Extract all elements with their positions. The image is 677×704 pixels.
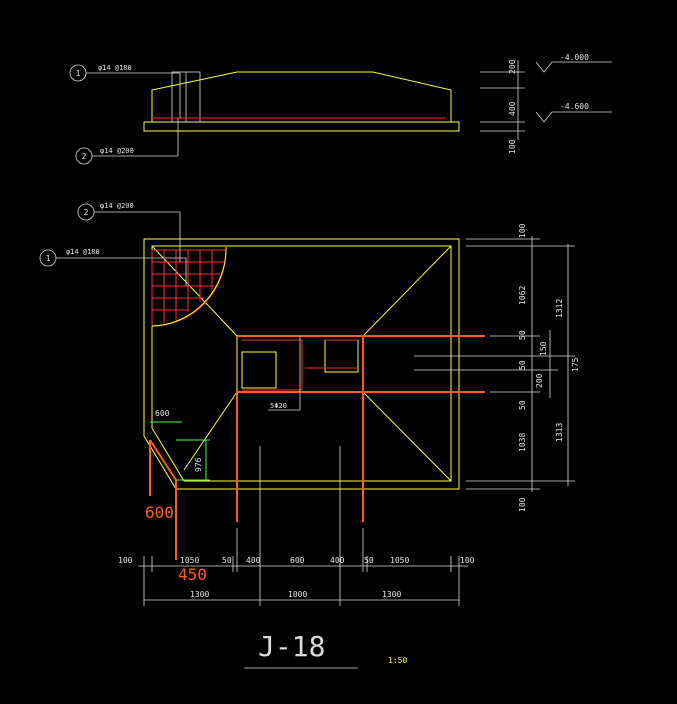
rdim-200: 200 bbox=[535, 373, 544, 388]
bdim-50-r: 50 bbox=[364, 556, 374, 565]
callout-circle-2 bbox=[75, 147, 93, 165]
plan-view: 5Φ20 600 976 600 450 2 φ14 @200 1 φ14 @1… bbox=[39, 202, 580, 606]
elev-marker-bottom bbox=[535, 111, 612, 123]
bdim-600: 600 bbox=[290, 556, 305, 565]
drawing-title: J-18 bbox=[258, 630, 325, 663]
plan-leader-2 bbox=[94, 211, 181, 262]
beam-label: 5Φ20 bbox=[270, 402, 287, 410]
pocket-right bbox=[324, 339, 359, 373]
drawing-scale: 1:50 bbox=[388, 656, 407, 665]
callout-text-1: φ14 @180 bbox=[98, 64, 132, 72]
hip-bl bbox=[183, 391, 238, 471]
rdim-50-c: 50 bbox=[518, 400, 527, 410]
rdim-1062: 1062 bbox=[518, 286, 527, 305]
elev-text-bottom: -4.600 bbox=[560, 102, 589, 111]
bdim-1300-r: 1300 bbox=[382, 590, 401, 599]
rdim-50-b: 50 bbox=[518, 360, 527, 370]
bdim-1300-l: 1300 bbox=[190, 590, 209, 599]
big-dim-450: 450 bbox=[178, 565, 207, 584]
plan-callout-num-2: 2 bbox=[84, 208, 89, 217]
plan-outer-outline bbox=[143, 238, 460, 490]
elev-dim-400: 400 bbox=[508, 101, 517, 116]
rdim-175: 175 bbox=[571, 357, 580, 372]
callout-num-1: 1 bbox=[76, 69, 81, 78]
plan-callout-text-1: φ14 @180 bbox=[66, 248, 100, 256]
column-lines bbox=[149, 335, 485, 560]
elev-dim-100: 100 bbox=[508, 139, 517, 154]
bdim-400-l: 400 bbox=[246, 556, 261, 565]
section-outline bbox=[143, 121, 460, 132]
bdim-400-r: 400 bbox=[330, 556, 345, 565]
plan-leader-1 bbox=[56, 257, 187, 286]
elev-text-top: -4.000 bbox=[560, 53, 589, 62]
hip-tl bbox=[151, 245, 238, 337]
rdim-100-bot: 100 bbox=[518, 497, 527, 512]
title-block: J-18 1:50 bbox=[244, 630, 407, 669]
notch-dim-h-text: 976 bbox=[194, 457, 203, 472]
rebar-arc bbox=[151, 246, 227, 327]
bdim-50-l: 50 bbox=[222, 556, 232, 565]
rdim-1312: 1312 bbox=[555, 299, 564, 318]
plan-callout-num-1: 1 bbox=[46, 254, 51, 263]
bdim-1000: 1000 bbox=[288, 590, 307, 599]
hip-br bbox=[362, 391, 452, 482]
rdim-150: 150 bbox=[539, 341, 548, 356]
rdim-100-top: 100 bbox=[518, 223, 527, 238]
rebar-grid bbox=[151, 249, 227, 327]
elev-marker-top bbox=[535, 61, 612, 73]
bdim-1050-r: 1050 bbox=[390, 556, 409, 565]
big-dim-600: 600 bbox=[145, 503, 174, 522]
section-view: 1 φ14 @180 2 φ14 @200 200 400 100 -4.000… bbox=[69, 53, 612, 165]
bdim-100-r: 100 bbox=[460, 556, 475, 565]
pocket-left bbox=[241, 351, 277, 389]
callout-num-2: 2 bbox=[82, 152, 87, 161]
plan-callout-text-2: φ14 @200 bbox=[100, 202, 134, 210]
section-slope bbox=[151, 71, 452, 122]
rdim-1313: 1313 bbox=[555, 423, 564, 442]
callout-circle-1 bbox=[69, 64, 87, 82]
hip-tr bbox=[362, 245, 452, 337]
bdim-1050-l: 1050 bbox=[180, 556, 199, 565]
pedestal-rebar bbox=[242, 339, 358, 391]
right-dims bbox=[414, 236, 575, 492]
callout-text-2: φ14 @200 bbox=[100, 147, 134, 155]
rdim-1038: 1038 bbox=[518, 433, 527, 452]
notch-dim-w-text: 600 bbox=[155, 409, 170, 418]
bottom-dims bbox=[138, 446, 468, 606]
elev-dim-200: 200 bbox=[508, 59, 517, 74]
rdim-50-a: 50 bbox=[518, 330, 527, 340]
plan-inner-outline bbox=[151, 245, 452, 482]
bdim-100-l: 100 bbox=[118, 556, 133, 565]
